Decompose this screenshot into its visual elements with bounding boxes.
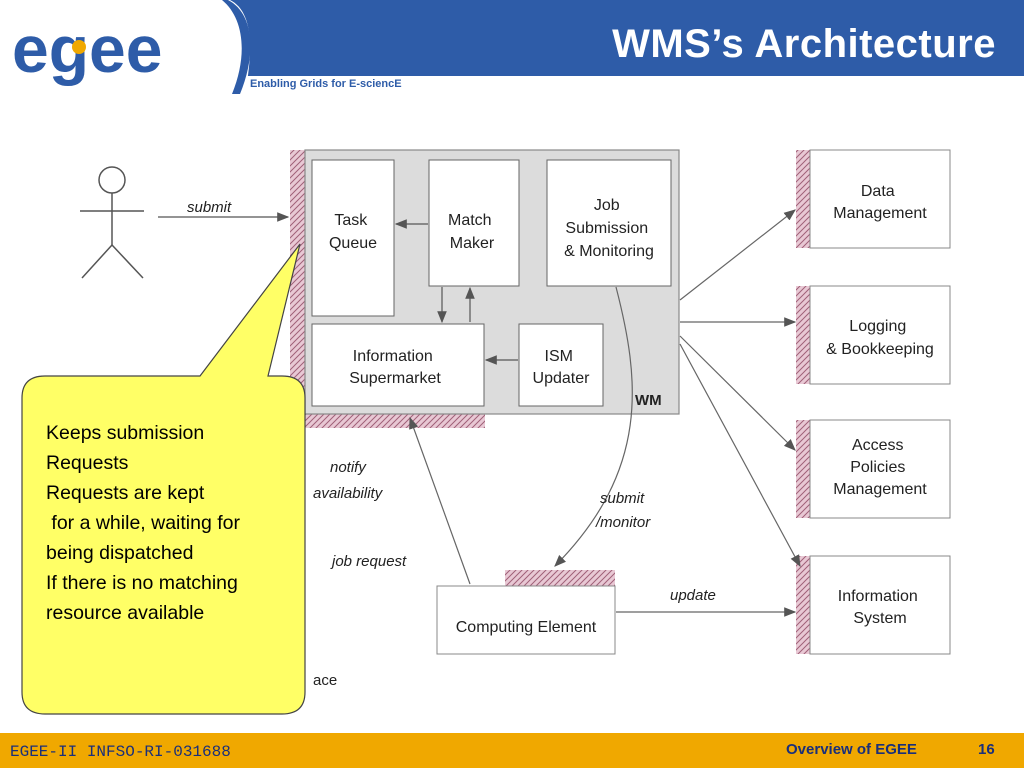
svg-text:Match Maker: Match Maker: [448, 212, 496, 252]
ism-updater-line-2: Updater: [533, 370, 591, 387]
match-maker-line-1: Match: [448, 212, 492, 229]
callout-bubble: [21, 243, 306, 715]
callout-text: Keeps submission Requests Requests are k…: [46, 418, 316, 628]
notify-label: notify: [330, 459, 367, 476]
svg-text:Information System: Information System: [838, 588, 923, 627]
job-submission-line-2: Submission: [565, 220, 648, 237]
page-number: 16: [978, 741, 995, 758]
computing-element-hatch: [505, 570, 615, 586]
computing-element-box: [436, 585, 616, 655]
ism-updater-line-1: ISM: [545, 348, 573, 365]
information-system-line-2: System: [853, 610, 906, 627]
svg-text:Data Management: Data Management: [833, 183, 927, 222]
header-bar: egee WMS’s Architecture Enabling Grids f…: [0, 0, 1024, 94]
submit-label: submit: [187, 199, 232, 216]
match-maker-line-2: Maker: [450, 235, 495, 252]
information-system-line-1: Information: [838, 588, 918, 605]
partial-interface-label: ace: [313, 672, 337, 689]
wm-hatch-bottom: [290, 412, 485, 428]
tagline-band: [230, 76, 1024, 94]
callout-line-5: for a while, waiting for: [46, 512, 241, 534]
logging-line-2: & Bookkeeping: [826, 341, 934, 358]
availability-label: availability: [313, 485, 384, 502]
svg-text:Task Queue: Task Queue: [329, 212, 377, 252]
title-band: [230, 0, 1024, 76]
section-title: Overview of EGEE: [786, 741, 917, 758]
logging-line-1: Logging: [849, 318, 906, 335]
task-queue-box: [311, 159, 395, 317]
submit-monitor-label-2: /monitor: [595, 514, 651, 531]
job-submission-line-3: & Monitoring: [564, 243, 654, 260]
job-request-label: job request: [330, 553, 407, 570]
service-arrows: [409, 209, 801, 617]
ism-updater-box: [518, 323, 604, 407]
callout-line-7: If there is no matching: [46, 572, 238, 594]
access-policies-service: Access Policies Management: [796, 419, 951, 519]
tagline: Enabling Grids for E-sciencE: [250, 78, 402, 90]
svg-text:ISM Updater: ISM Updater: [533, 348, 591, 387]
data-management-line-2: Management: [833, 205, 927, 222]
callout-line-4: Requests are kept: [46, 482, 205, 504]
wm-hatch-left: [290, 150, 306, 428]
job-submission-line-1: Job: [594, 197, 620, 214]
callout-line-8: resource available: [46, 602, 205, 624]
svg-text:Job Submission & Monit: Job Submission & Monitoring: [564, 197, 654, 260]
update-label: update: [670, 587, 716, 604]
wms-architecture-diagram: submit WM Task Queue Match Maker Job Sub…: [21, 149, 951, 715]
callout-line-2: Requests: [46, 452, 129, 474]
svg-text:Information Supermarket: Information Supermarket: [349, 348, 441, 387]
access-policies-line-3: Management: [833, 481, 927, 498]
logging-bookkeeping-service: Logging & Bookkeeping: [796, 285, 951, 385]
user-actor-icon: [80, 166, 144, 279]
information-supermarket-box: [311, 323, 485, 407]
information-system-service: Information System: [796, 555, 951, 655]
task-queue-line-2: Queue: [329, 235, 377, 252]
submit-monitor-label-1: submit: [600, 490, 645, 507]
footer-bar: EGEE-II INFSO-RI-031688 Overview of EGEE…: [0, 733, 1024, 768]
task-queue-line-1: Task: [334, 212, 368, 229]
svg-text:Access Policies Ma: Access Policies Management: [833, 437, 927, 498]
project-code: EGEE-II INFSO-RI-031688: [10, 743, 231, 761]
callout-line-1: Keeps submission: [46, 422, 205, 444]
computing-element-label: Computing Element: [456, 619, 597, 636]
access-policies-line-2: Policies: [850, 459, 905, 476]
job-submission-box: [546, 159, 672, 287]
internal-arrows: [394, 219, 518, 365]
wm-label: WM: [635, 392, 662, 409]
match-maker-box: [428, 159, 520, 287]
access-policies-line-1: Access: [852, 437, 904, 454]
page-title: WMS’s Architecture: [612, 22, 996, 66]
data-management-line-1: Data: [861, 183, 895, 200]
egee-logo: egee: [0, 0, 251, 94]
info-supermarket-line-1: Information: [353, 348, 433, 365]
data-management-service: Data Management: [796, 149, 951, 249]
info-supermarket-line-2: Supermarket: [349, 370, 441, 387]
svg-text:egee: egee: [12, 12, 162, 86]
callout-line-6: being dispatched: [46, 542, 194, 564]
svg-text:Logging & Bookkeeping: Logging & Bookkeeping: [826, 318, 934, 358]
